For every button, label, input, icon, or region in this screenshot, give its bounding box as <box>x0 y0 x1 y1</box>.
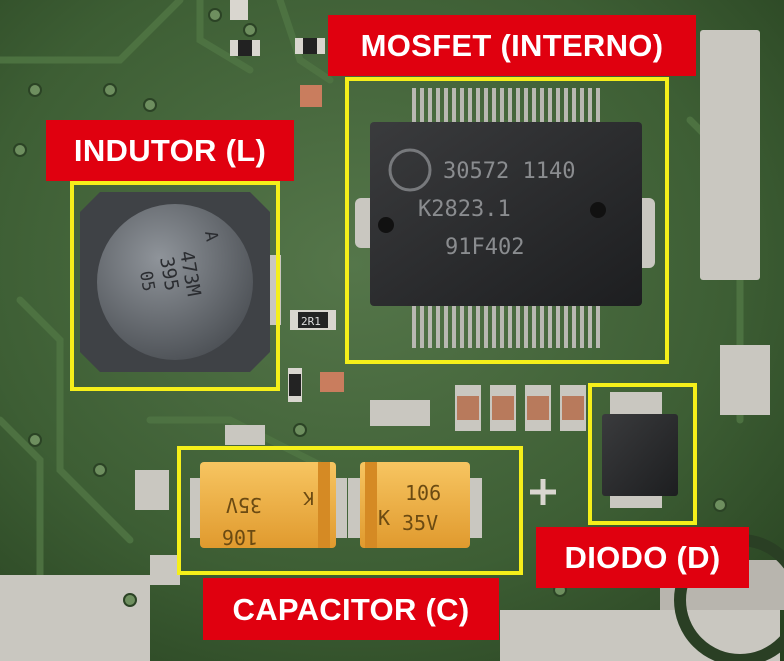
cap-right-polarity: K <box>378 506 390 530</box>
smd-top <box>230 0 325 107</box>
cap-left-polarity: K <box>303 487 314 508</box>
inductor-label: INDUTOR (L) <box>46 120 294 181</box>
capacitor-label: CAPACITOR (C) <box>203 578 499 640</box>
mosfet-bottom-pins <box>412 300 600 348</box>
inductor-marking-1: A <box>200 229 221 243</box>
cap-right-marking-2: 35V <box>402 511 438 535</box>
resistor-marking-1: 2R1 <box>301 315 321 328</box>
diode-label: DIODO (D) <box>536 527 749 588</box>
cap-right-marking-1: 106 <box>405 481 441 505</box>
small-capacitors-row <box>225 385 586 445</box>
cap-left-marking-2: 106 <box>222 525 258 549</box>
mosfet-marking-3: 91F402 <box>445 235 524 260</box>
mosfet-top-pins <box>412 88 600 128</box>
diode-component <box>602 392 678 508</box>
cap-left-marking-1: 35V <box>226 493 262 517</box>
plus-marker-icon <box>530 479 556 505</box>
mosfet-highlight-frame <box>345 77 669 364</box>
diode-highlight-frame <box>588 383 697 525</box>
capacitor-highlight-frame <box>177 446 523 575</box>
inductor-highlight-frame <box>70 181 280 391</box>
mosfet-label: MOSFET (INTERNO) <box>328 15 696 76</box>
mosfet-marking-1: 30572 1140 <box>443 159 575 184</box>
resistor-group: 2R1 <box>288 310 344 402</box>
bottom-pads <box>135 470 180 585</box>
mosfet-marking-2: K2823.1 <box>418 197 511 222</box>
inductor-marking-4: 05 <box>135 269 158 293</box>
bosch-logo-icon <box>388 148 432 192</box>
tantalum-capacitors: 35V 106 K K 106 35V <box>190 462 482 549</box>
mosfet-component: 30572 1140 K2823.1 91F402 <box>355 88 655 348</box>
